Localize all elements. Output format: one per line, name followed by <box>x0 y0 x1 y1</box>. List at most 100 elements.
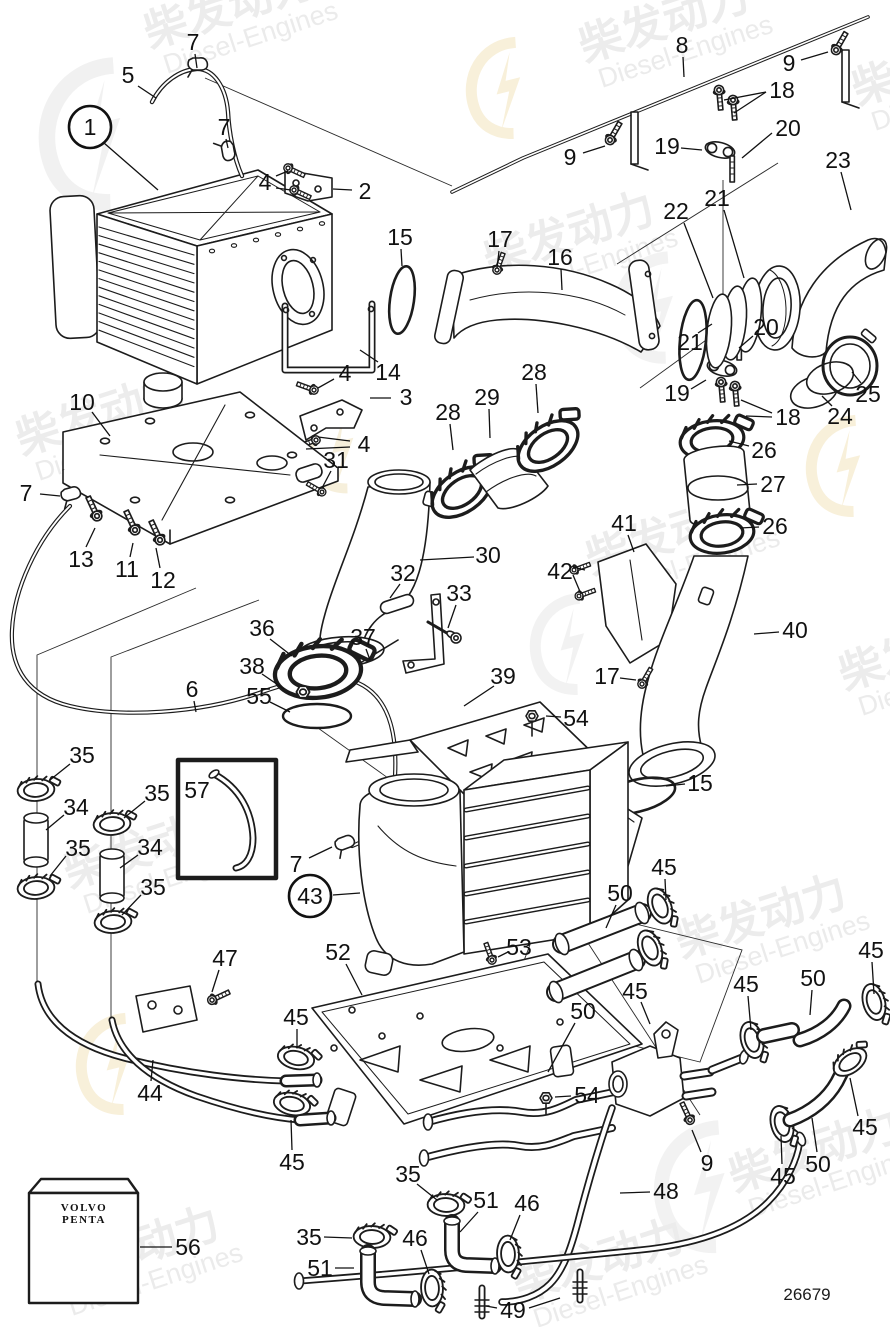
callout-label-35: 35 <box>144 780 170 806</box>
callout-label-35: 35 <box>65 835 91 861</box>
callout-leader <box>683 222 714 299</box>
cooler-fin <box>98 243 195 275</box>
coupling-21-22-23 <box>678 237 888 382</box>
callout-label-54: 54 <box>563 705 589 731</box>
callout-leader <box>528 1297 561 1309</box>
callout-label-31: 31 <box>323 447 349 473</box>
callout-label-19: 19 <box>664 380 690 406</box>
nut-54b <box>539 1092 553 1115</box>
callout-leader <box>619 1191 651 1194</box>
bracket-47 <box>135 985 198 1033</box>
callout-label-23: 23 <box>825 147 851 173</box>
callout-label-48: 48 <box>653 1178 679 1204</box>
callout-label-34: 34 <box>137 834 163 860</box>
callout-label-50: 50 <box>805 1151 831 1177</box>
callout-leader <box>49 763 71 781</box>
vent-hose-5 <box>149 57 245 179</box>
callout-leader <box>733 91 767 114</box>
bolt-hole <box>318 221 326 226</box>
callout-leader <box>485 1305 498 1309</box>
callout-leader <box>447 604 457 629</box>
callout-leader <box>682 56 685 78</box>
callout-leader <box>849 1077 859 1117</box>
callout-label-51: 51 <box>307 1255 333 1281</box>
callout-leader <box>211 969 220 993</box>
callout-label-52: 52 <box>325 939 351 965</box>
callout-leader <box>605 904 617 929</box>
callout-leader <box>691 1129 702 1153</box>
cooler-fin <box>98 252 195 284</box>
cooler-fin <box>98 286 195 321</box>
callout-label-1: 1 <box>84 114 97 140</box>
callout-label-27: 27 <box>760 471 786 497</box>
callout-leader <box>728 440 750 447</box>
bracket-37 <box>402 593 445 674</box>
callout-label-44: 44 <box>137 1080 163 1106</box>
callout-leader <box>91 411 111 437</box>
callout-leader <box>627 534 635 553</box>
watermark-cn: 柴发动力 <box>846 13 890 116</box>
callout-label-37: 37 <box>350 624 376 650</box>
callout-leader <box>463 685 495 707</box>
hose-run-lower-right <box>765 1035 879 1153</box>
callout-label-28: 28 <box>521 359 547 385</box>
callout-label-7: 7 <box>187 29 200 55</box>
callout-leader <box>554 1095 572 1098</box>
callout-label-11: 11 <box>115 556 139 582</box>
callout-label-7: 7 <box>218 114 231 140</box>
callout-leader <box>416 1183 438 1201</box>
callout-label-45: 45 <box>651 854 677 880</box>
penta-wordmark: PENTA <box>62 1214 106 1226</box>
callout-leader <box>49 855 67 877</box>
hose-clip-7b <box>212 139 237 164</box>
callout-leader <box>275 187 292 191</box>
callout-label-29: 29 <box>474 384 500 410</box>
callout-label-19: 19 <box>654 133 680 159</box>
callout-leader <box>317 436 351 442</box>
callout-leader <box>739 526 760 529</box>
callout-leader <box>269 638 293 657</box>
callout-label-56: 56 <box>175 1234 201 1260</box>
callout-label-45: 45 <box>283 1004 309 1030</box>
cooler-fin <box>98 235 195 265</box>
callout-leader <box>389 583 401 599</box>
callout-label-20: 20 <box>753 314 779 340</box>
cooler-fin <box>98 226 195 256</box>
callout-label-49: 49 <box>500 1297 526 1323</box>
callout-label-45: 45 <box>770 1163 796 1189</box>
bolt-hole <box>252 237 260 243</box>
callout-label-7: 7 <box>20 480 33 506</box>
callout-leader <box>261 673 285 690</box>
callout-label-6: 6 <box>186 676 199 702</box>
seal-ring-55 <box>281 702 353 730</box>
drawing-number: 26679 <box>783 1285 830 1304</box>
callout-leader <box>560 268 563 291</box>
callout-leader <box>103 142 159 191</box>
callout-label-53: 53 <box>506 934 532 960</box>
callout-label-43: 43 <box>297 883 323 909</box>
callout-leader <box>123 800 146 819</box>
callout-leader <box>753 631 780 635</box>
callout-leader <box>193 700 197 713</box>
charge-air-cooler-43 <box>358 741 629 976</box>
bolt-hole <box>296 226 304 232</box>
callout-label-40: 40 <box>782 617 808 643</box>
callout-leader <box>365 648 371 661</box>
callout-leader <box>723 91 767 101</box>
screw-42b <box>573 585 598 603</box>
callout-leader <box>155 547 161 569</box>
callout-leader <box>137 85 157 99</box>
callout-leader <box>535 383 539 414</box>
callout-leader <box>150 1059 154 1082</box>
stay-rod-8 <box>450 15 870 194</box>
callout-leader <box>640 1001 651 1025</box>
volvo-wordmark: VOLVO <box>61 1202 107 1214</box>
callout-leader <box>496 250 500 269</box>
connector-26-27 <box>675 408 771 559</box>
callout-label-25: 25 <box>855 381 881 407</box>
